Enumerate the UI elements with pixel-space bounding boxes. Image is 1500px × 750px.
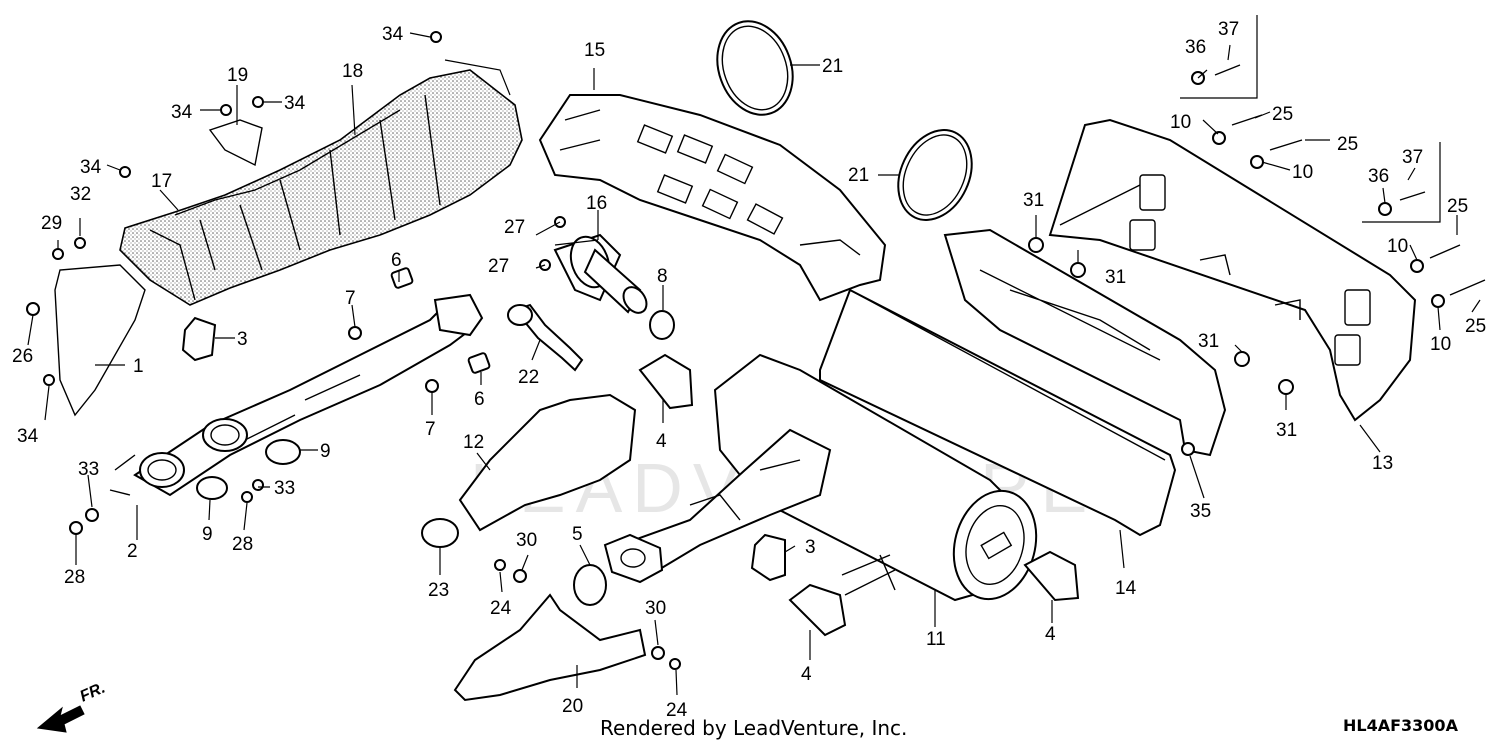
- front-arrow-icon: [36, 705, 85, 733]
- callout-label: 6: [391, 250, 402, 271]
- callout-label: 7: [345, 288, 356, 309]
- callout-label: 4: [1045, 624, 1056, 645]
- diagram-code: HL4AF3300A: [1343, 716, 1458, 735]
- callout-label: 33: [78, 459, 99, 480]
- callout-label: 21: [822, 56, 843, 77]
- callout-label: 25: [1465, 316, 1486, 337]
- callout-label: 31: [1023, 190, 1044, 211]
- gasket-9-lower: [196, 476, 228, 500]
- callout-label: 9: [202, 524, 213, 545]
- rubber-mount-3-upper: [181, 316, 217, 362]
- callout-label: 30: [645, 598, 666, 619]
- callout-labels: 1 2 3 3 4 4 4 5 6 6 7 7 8 9 9 10 10 10 1…: [12, 19, 1486, 721]
- callout-label: 10: [1170, 112, 1191, 133]
- callout-label: 2: [127, 541, 138, 562]
- callout-label: 18: [342, 61, 363, 82]
- callout-label: 35: [1190, 501, 1211, 522]
- callout-label: 23: [428, 580, 449, 601]
- callout-label: 24: [490, 598, 512, 619]
- callout-label: 1: [133, 356, 144, 377]
- callout-label: 31: [1105, 267, 1126, 288]
- callout-label: 19: [227, 65, 248, 86]
- callout-label: 34: [382, 24, 404, 45]
- callout-label: 3: [237, 329, 248, 350]
- callout-label: 32: [70, 184, 91, 205]
- callout-label: 12: [463, 432, 484, 453]
- callout-label: 34: [284, 93, 306, 114]
- callout-label: 34: [17, 426, 39, 447]
- callout-label: 25: [1337, 134, 1358, 155]
- callout-label: 21: [848, 165, 869, 186]
- callout-label: 4: [656, 431, 667, 452]
- sensor-22: [507, 303, 584, 372]
- callout-box-36-37-lower: [1362, 142, 1441, 223]
- leader-lines: [27, 32, 1481, 696]
- callout-label: 15: [584, 40, 605, 61]
- callout-label: 6: [474, 389, 485, 410]
- heat-protector-12: [458, 393, 637, 532]
- callout-label: 31: [1198, 331, 1219, 352]
- callout-label: 10: [1292, 162, 1313, 183]
- exhaust-pipe: [109, 293, 484, 497]
- callout-label: 25: [1272, 104, 1293, 125]
- gasket-9-upper: [265, 439, 301, 465]
- callout-label: 37: [1218, 19, 1239, 40]
- callout-label: 3: [805, 537, 816, 558]
- callout-label: 5: [572, 524, 583, 545]
- gasket-5: [573, 564, 607, 606]
- callout-label: 34: [80, 157, 102, 178]
- bracket-4-b: [788, 583, 847, 637]
- band-21-upper: [716, 20, 794, 116]
- callout-label: 27: [504, 217, 525, 238]
- callout-label: 17: [151, 171, 172, 192]
- callout-label: 16: [586, 193, 607, 214]
- hardware: [26, 31, 1486, 670]
- render-credit: Rendered by LeadVenture, Inc.: [600, 716, 908, 740]
- callout-label: 9: [320, 441, 331, 462]
- callout-label: 20: [562, 696, 583, 717]
- callout-label: 29: [41, 213, 62, 234]
- callout-label: 13: [1372, 453, 1393, 474]
- muffler-11: [603, 353, 1038, 602]
- heat-protector-20: [453, 593, 647, 702]
- callout-label: 24: [666, 700, 688, 721]
- callout-label: 11: [926, 629, 946, 650]
- callout-label: 30: [516, 530, 537, 551]
- callout-label: 10: [1430, 334, 1451, 355]
- callout-label: 37: [1402, 147, 1423, 168]
- muffler-heat-protector-15: [538, 94, 887, 302]
- spring-6-lower: [467, 352, 491, 374]
- callout-label: 14: [1115, 578, 1137, 599]
- callout-label: 36: [1368, 166, 1389, 187]
- callout-label: 33: [274, 478, 295, 499]
- bracket-4-c: [1023, 550, 1080, 602]
- callout-label: 4: [801, 664, 812, 685]
- pipe-flange-16: [553, 233, 648, 314]
- callout-label: 34: [171, 102, 193, 123]
- callout-label: 36: [1185, 37, 1206, 58]
- gasket-8: [649, 310, 675, 340]
- heat-protector-14: [819, 288, 1177, 537]
- bracket-4-a: [638, 353, 694, 410]
- callout-label: 27: [488, 256, 509, 277]
- callout-label: 31: [1276, 420, 1297, 441]
- callout-label: 26: [12, 346, 33, 367]
- callout-label: 8: [657, 266, 668, 287]
- clamp-23: [421, 518, 459, 548]
- callout-label: 7: [425, 419, 436, 440]
- callout-label: 28: [64, 567, 85, 588]
- heat-protector-13: [943, 118, 1417, 457]
- callout-label: 22: [518, 367, 539, 388]
- callout-box-36-37-upper: [1180, 15, 1258, 99]
- heat-protector-upper: [54, 69, 523, 417]
- callout-label: 25: [1447, 196, 1468, 217]
- callout-label: 10: [1387, 236, 1408, 257]
- callout-label: 28: [232, 534, 253, 555]
- rubber-mount-3-lower: [750, 533, 786, 582]
- band-21-lower: [897, 129, 973, 221]
